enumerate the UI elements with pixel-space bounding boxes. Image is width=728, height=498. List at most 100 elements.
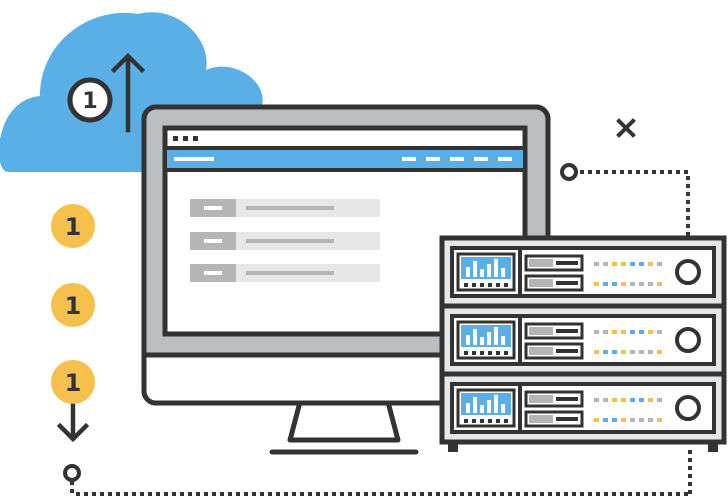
status-led <box>639 418 644 422</box>
status-led <box>603 262 608 266</box>
display-dot <box>464 283 468 287</box>
display-dot <box>472 419 476 423</box>
status-led <box>621 350 626 354</box>
display-bar <box>487 264 491 277</box>
status-led <box>639 282 644 286</box>
list-item <box>190 199 380 217</box>
display-bar <box>466 403 470 413</box>
display-bar <box>473 261 477 277</box>
display-bar <box>473 329 477 345</box>
status-led <box>639 330 644 334</box>
status-led <box>639 262 644 266</box>
drive-bay-slot <box>556 261 578 265</box>
display-bar <box>501 404 505 413</box>
status-led <box>657 262 662 266</box>
list-item <box>190 232 380 250</box>
drive-bay-label <box>529 259 553 267</box>
close-icon <box>616 118 636 138</box>
display-dot <box>472 351 476 355</box>
display-dot <box>496 419 500 423</box>
status-led <box>657 282 662 286</box>
status-led <box>594 418 599 422</box>
coin-3: 1 <box>51 360 95 404</box>
nav-bar <box>165 150 525 172</box>
cloud-coin-label: 1 <box>82 89 97 114</box>
status-led <box>630 418 635 422</box>
status-led <box>657 418 662 422</box>
display-dot <box>480 351 484 355</box>
drive-bay-label <box>529 279 553 287</box>
server-rack-icon <box>439 235 727 452</box>
connector-bottom <box>63 446 692 496</box>
upload-arrow-icon <box>110 52 146 133</box>
status-led <box>648 350 653 354</box>
status-led <box>612 262 617 266</box>
status-led <box>648 398 653 402</box>
coin-2: 1 <box>51 283 95 327</box>
status-led <box>594 330 599 334</box>
status-led <box>630 398 635 402</box>
status-led <box>621 282 626 286</box>
drive-bay-slot <box>556 349 578 353</box>
display-bar <box>473 397 477 413</box>
status-led <box>603 282 608 286</box>
display-dot <box>496 351 500 355</box>
status-led <box>612 418 617 422</box>
status-led <box>657 398 662 402</box>
status-led <box>648 330 653 334</box>
list-item <box>190 264 380 282</box>
display-bar <box>501 268 505 277</box>
display-bar <box>480 337 484 345</box>
display-dot <box>464 351 468 355</box>
rack-leg <box>448 444 458 452</box>
status-led <box>630 262 635 266</box>
drive-bay-label <box>529 415 553 423</box>
display-dot <box>504 351 508 355</box>
display-bar <box>494 327 498 345</box>
display-dot <box>488 419 492 423</box>
power-button-icon <box>675 395 701 421</box>
status-led <box>630 282 635 286</box>
status-led <box>621 418 626 422</box>
server-unit <box>439 235 727 309</box>
status-led <box>639 350 644 354</box>
status-led <box>621 330 626 334</box>
power-button-icon <box>675 327 701 353</box>
coin-2-label: 1 <box>65 292 82 320</box>
server-unit <box>439 371 727 445</box>
status-led <box>657 330 662 334</box>
status-led <box>594 262 599 266</box>
display-bar <box>494 395 498 413</box>
display-dot <box>480 283 484 287</box>
display-bar <box>466 267 470 277</box>
status-led <box>648 282 653 286</box>
status-led <box>648 418 653 422</box>
status-led <box>621 398 626 402</box>
drive-bay-slot <box>556 281 578 285</box>
status-led <box>612 282 617 286</box>
status-led <box>603 350 608 354</box>
status-led <box>594 350 599 354</box>
display-bar <box>487 400 491 413</box>
drive-bay-label <box>529 327 553 335</box>
display-bar <box>480 405 484 413</box>
status-led <box>603 330 608 334</box>
drive-bay-label <box>529 395 553 403</box>
connector-top <box>560 163 690 238</box>
status-led <box>594 398 599 402</box>
drive-bay-label <box>529 347 553 355</box>
display-dot <box>504 419 508 423</box>
display-dot <box>488 351 492 355</box>
display-bar <box>501 336 505 345</box>
display-dot <box>504 283 508 287</box>
coin-1-label: 1 <box>65 213 82 241</box>
status-led <box>612 350 617 354</box>
window-dots <box>173 136 198 141</box>
drive-bay-slot <box>556 417 578 421</box>
display-bar <box>494 259 498 277</box>
status-led <box>603 418 608 422</box>
rack-leg <box>708 444 718 452</box>
status-led <box>657 350 662 354</box>
status-led <box>594 282 599 286</box>
